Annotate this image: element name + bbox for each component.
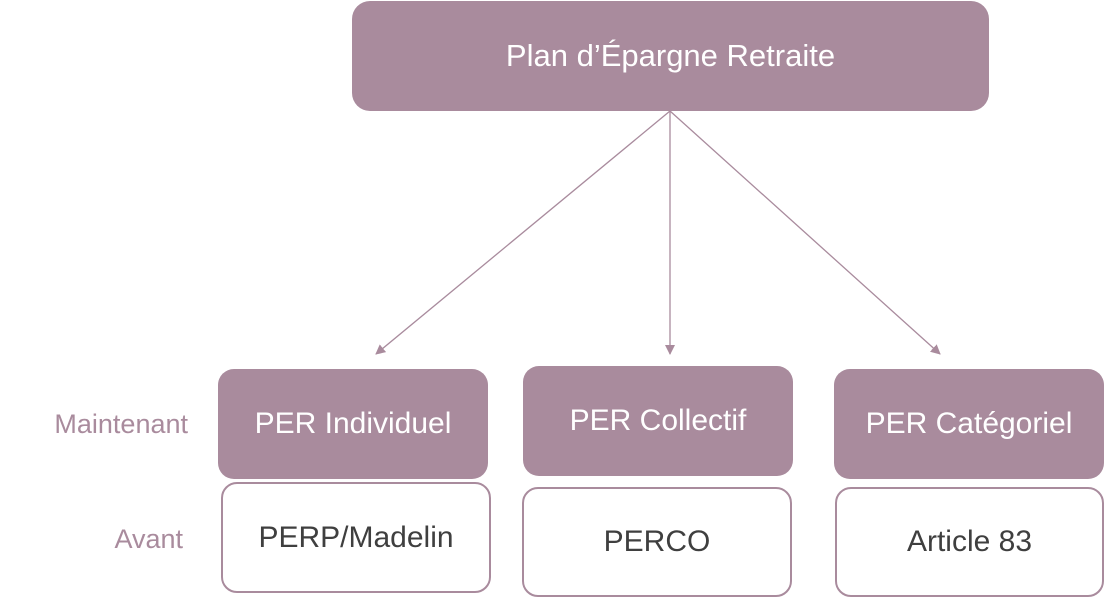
arrow-to-per-categoriel xyxy=(669,110,941,355)
arrow-to-per-individuel xyxy=(375,110,671,355)
row-label-now: Maintenant xyxy=(54,409,188,439)
node-per-collectif: PER Collectif xyxy=(523,366,793,476)
node-per-individuel: PER Individuel xyxy=(218,369,488,479)
node-label: PERCO xyxy=(603,525,711,558)
root-node: Plan d’Épargne Retraite xyxy=(352,1,989,111)
node-per-categoriel: PER Catégoriel xyxy=(834,369,1104,479)
node-article-83: Article 83 xyxy=(835,487,1104,597)
row-label-before: Avant xyxy=(114,524,183,554)
node-label: PER Collectif xyxy=(569,404,747,437)
node-label: Article 83 xyxy=(906,525,1033,558)
node-perco: PERCO xyxy=(522,487,792,597)
node-label: PERP/Madelin xyxy=(258,520,454,554)
node-label: PER Catégoriel xyxy=(865,407,1073,440)
node-label: PER Individuel xyxy=(254,407,452,440)
node-perp-madelin: PERP/Madelin xyxy=(221,482,491,593)
root-node-label: Plan d’Épargne Retraite xyxy=(505,38,836,73)
